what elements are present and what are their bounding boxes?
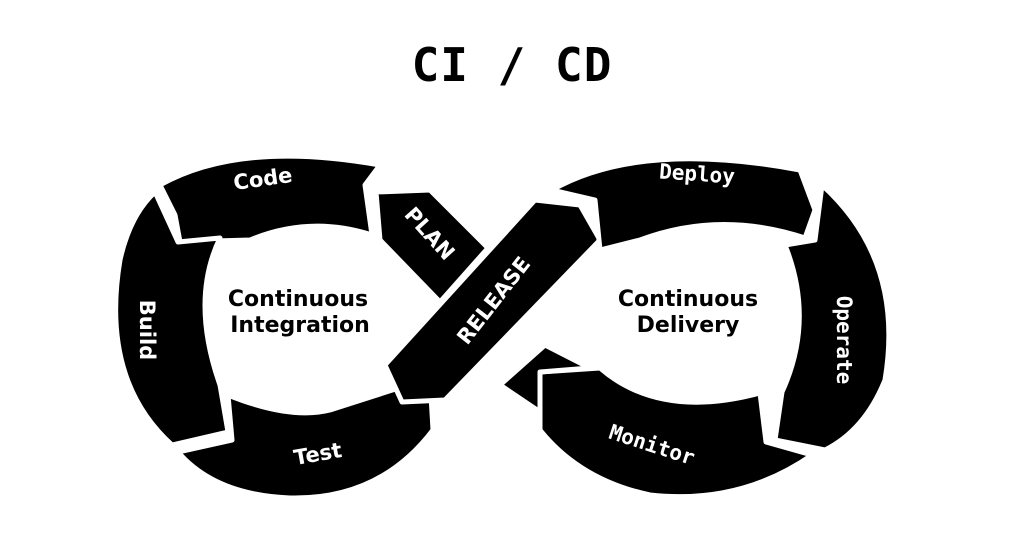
center-label-ci-line2: Integration [230, 313, 370, 338]
segment-deploy [549, 156, 818, 253]
stage-label-deploy: Deploy [658, 159, 736, 188]
segment-code [157, 153, 383, 245]
stage-label-build: Build [135, 300, 159, 360]
center-label-cd-line2: Delivery [637, 313, 740, 338]
stage-label-operate: Operate [832, 296, 856, 385]
center-label-ci-line1: Continuous [228, 287, 368, 312]
segment-crossing-tail [497, 342, 593, 415]
center-label-cd-line1: Continuous [618, 287, 758, 312]
segment-test [175, 375, 436, 501]
segment-monitor [537, 365, 815, 500]
diagram-title: CI / CD [411, 38, 613, 92]
segment-build [113, 189, 231, 448]
segment-operate [772, 182, 892, 453]
